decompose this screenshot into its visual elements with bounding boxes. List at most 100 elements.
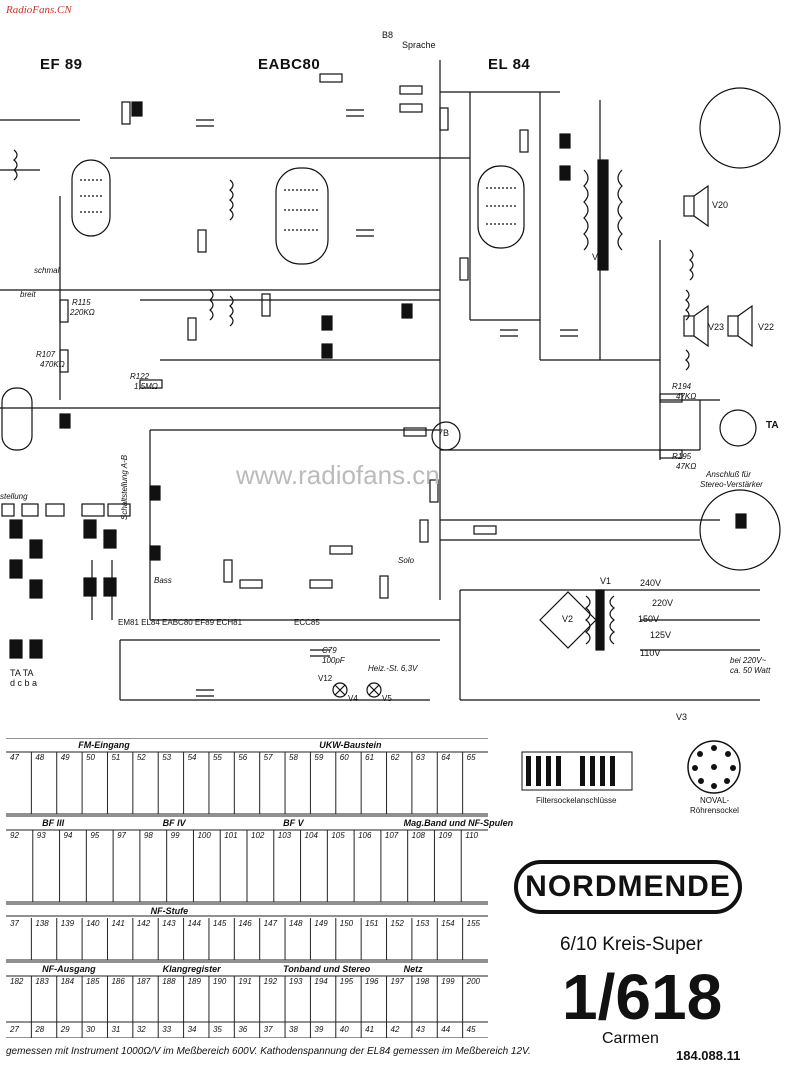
table-cell-position: 98: [143, 831, 153, 840]
label-anschluss-2: Stereo-Verstärker: [700, 480, 763, 489]
table-cell-position: 42: [390, 1025, 400, 1034]
table-cell-position: 33: [162, 1025, 172, 1034]
label-240v: 240V: [640, 578, 662, 588]
table-cell-position: 37: [10, 919, 19, 928]
label-c79-value: 100pF: [322, 656, 345, 665]
label-breit: breit: [20, 290, 36, 299]
label-r195-value: 47KΩ: [676, 462, 697, 471]
label-v5: V5: [382, 694, 392, 703]
label-v23: V23: [708, 322, 725, 332]
label-bass: Bass: [154, 576, 172, 585]
label-r195: R195: [672, 452, 692, 461]
document-number: 184.088.11: [676, 1048, 741, 1063]
table-cell-position: 28: [35, 1025, 45, 1034]
label-filtersockel: Filtersockelanschlüsse: [536, 796, 617, 805]
label-v22: V22: [758, 322, 775, 332]
table-cell-position: 187: [136, 977, 151, 986]
table-cell-position: 142: [136, 919, 151, 928]
noval-socket-diagram: [687, 740, 741, 794]
label-v3: V3: [676, 712, 688, 722]
table-cell-position: 186: [111, 977, 125, 986]
table-section-header: NF-Stufe: [150, 906, 189, 916]
table-cell-position: 155: [466, 919, 480, 928]
label-ta-row: TA TA: [10, 668, 34, 678]
label-r194-value: 47KΩ: [676, 392, 697, 401]
label-switch-position: Schaltstellung A-B: [120, 454, 129, 520]
label-ta: TA: [766, 420, 779, 431]
table-cell-position: 55: [212, 753, 222, 762]
table-cell-position: 52: [136, 753, 146, 762]
table-cell-position: 47: [10, 753, 19, 762]
table-cell-position: 144: [187, 919, 201, 928]
label-r107-value: 470KΩ: [40, 360, 65, 369]
table-cell-position: 48: [35, 753, 45, 762]
label-r122: R122: [130, 372, 150, 381]
model-name: Carmen: [602, 1030, 659, 1047]
label-b8: B8: [382, 30, 394, 40]
table-cell-position: 108: [411, 831, 426, 840]
table-cell-position: 198: [415, 977, 430, 986]
table-section-header: Netz: [403, 964, 423, 974]
table-cell-position: 29: [60, 1025, 70, 1034]
table-section-header: FM-Eingang: [78, 740, 130, 750]
table-cell-position: 152: [390, 919, 404, 928]
table-cell-position: 200: [466, 977, 480, 986]
label-anschluss: Anschluß für: [706, 470, 751, 479]
table-cell-position: 183: [35, 977, 49, 986]
table-cell-position: 138: [35, 919, 49, 928]
table-cell-position: 92: [10, 831, 19, 840]
filter-socket-diagram: [521, 751, 633, 791]
label-220v: 220V: [652, 598, 674, 608]
table-cell-position: 193: [289, 977, 303, 986]
table-cell-position: 35: [212, 1025, 222, 1034]
table-section-header: Tonband und Stereo: [283, 964, 371, 974]
label-noval: NOVAL-: [700, 796, 730, 805]
table-cell-position: 95: [90, 831, 100, 840]
table-cell-position: 40: [339, 1025, 349, 1034]
table-cell-position: 196: [365, 977, 379, 986]
label-mains-note-1: bei 220V~: [730, 656, 767, 665]
table-cell-position: 39: [314, 1025, 324, 1034]
table-cell-position: 50: [86, 753, 95, 762]
table-section-header: Mag.Band und NF-Spulen: [403, 818, 514, 828]
table-cell-position: 43: [415, 1025, 425, 1034]
table-cell-position: 188: [162, 977, 176, 986]
table-cell-position: 153: [415, 919, 430, 928]
table-section-header: BF IV: [162, 818, 186, 828]
table-cell-position: 36: [238, 1025, 248, 1034]
table-cell-position: 58: [289, 753, 298, 762]
tube-label-ef89: EF 89: [40, 56, 83, 73]
table-cell-position: 185: [86, 977, 100, 986]
table-section-header: Klangregister: [162, 964, 221, 974]
table-cell-position: 102: [251, 831, 265, 840]
label-mains-note-2: ca. 50 Watt: [730, 666, 771, 675]
table-cell-position: 100: [197, 831, 211, 840]
table-cell-position: 149: [314, 919, 328, 928]
table-section-header: BF III: [42, 818, 65, 828]
table-cell-position: 62: [390, 753, 400, 762]
table-section-header: UKW-Baustein: [319, 740, 382, 750]
label-sprache: Sprache: [402, 40, 436, 50]
table-section-header: NF-Ausgang: [42, 964, 96, 974]
table-cell-position: 65: [466, 753, 476, 762]
tube-label-el84: EL 84: [488, 56, 531, 73]
table-section-header: BF V: [283, 818, 304, 828]
table-cell-position: 94: [63, 831, 73, 840]
label-7b: 7B: [438, 428, 450, 438]
table-cell-position: 45: [466, 1025, 476, 1034]
label-110v: 110V: [640, 648, 661, 658]
footnote: gemessen mit Instrument 1000Ω/V im Meßbe…: [6, 1046, 531, 1057]
label-r107: R107: [36, 350, 56, 359]
label-r115-value: 220KΩ: [70, 308, 95, 317]
table-cell-position: 59: [314, 753, 324, 762]
subtitle: 6/10 Kreis-Super: [560, 934, 703, 955]
table-cell-position: 190: [212, 977, 227, 986]
table-cell-position: 154: [441, 919, 455, 928]
table-cell-position: 41: [365, 1025, 375, 1034]
table-cell-position: 30: [86, 1025, 95, 1034]
label-tube-row: EM81 EL84 EABC80 EF89 ECH81: [118, 618, 243, 627]
table-cell-position: 104: [304, 831, 318, 840]
table-cell-position: 37: [263, 1025, 273, 1034]
table-cell-position: 195: [339, 977, 354, 986]
table-cell-position: 63: [415, 753, 425, 762]
